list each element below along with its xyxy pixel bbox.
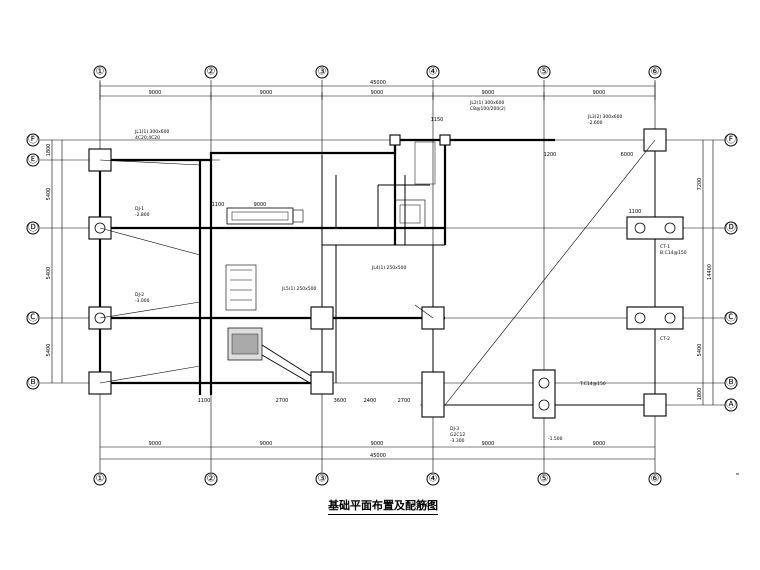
top-bay-dim-5: 9000 [593,90,606,96]
top-bay-dim-1: 9000 [149,90,162,96]
foundation-beams [98,138,656,406]
left-row-axis-labels: Ⓕ Ⓔ Ⓓ Ⓒ Ⓑ [26,133,40,390]
inner-dim-7: 2400 [364,398,377,404]
axis-label-1-top: ① [96,67,105,78]
axis-label-D-left: Ⓓ [28,222,38,234]
inner-dim-8: 2700 [398,398,411,404]
left-dimension-chain: 1800 5400 5400 5400 [46,140,63,383]
bottom-column-axis-labels: ① ② ③ ④ ⑤ ⑥ [93,472,662,486]
bottom-overall-dimension: 45000 [370,453,386,459]
top-dimension-chain: 45000 9000 9000 9000 9000 9000 [99,80,656,100]
axis-label-1-bottom: ① [96,474,105,485]
inner-dim-6: 3600 [334,398,347,404]
axis-label-3-top: ③ [318,67,327,78]
top-overall-dimension: 45000 [370,80,386,86]
axis-label-C-left: Ⓒ [28,312,38,324]
drawing-title: 基础平面布置及配筋图 [328,497,438,515]
right-row-axis-labels: Ⓕ Ⓓ Ⓒ Ⓑ Ⓐ [724,133,738,412]
vertical-grid-lines [99,80,656,472]
note-rebar-2: C8@100/200(2) [470,106,506,112]
inner-dim-3: 1150 [431,117,444,123]
axis-label-6-bottom: ⑥ [651,474,660,485]
axis-label-4-bottom: ④ [429,474,438,485]
bottom-bay-dim-1: 9000 [149,441,162,447]
axis-label-C-right: Ⓒ [726,312,736,324]
axis-label-A-right: Ⓐ [726,399,736,411]
note-elevation-2: -2.800 [135,212,150,218]
axis-label-6-top: ⑥ [651,67,660,78]
axis-label-5-top: ⑤ [540,67,549,78]
left-dim-2: 5400 [46,188,52,201]
horizontal-grid-lines [40,139,725,406]
axis-label-B-right: Ⓑ [726,377,736,389]
annotation-notes: JL1(1) 300x600 4C20;4C20 JL2(1) 300x600 … [134,100,687,444]
axis-label-F-right: Ⓕ [726,134,736,146]
axis-label-3-bottom: ③ [318,474,327,485]
note-footing-5: CT-2 [660,336,670,342]
note-beam-1: JL1(1) 300x600 [134,129,169,135]
axis-label-B-left: Ⓑ [28,377,38,389]
bottom-bay-dim-3: 9000 [371,441,384,447]
note-elevation-5: -1.500 [548,436,563,442]
inner-dim-9: 1200 [544,152,557,158]
axis-label-2-bottom: ② [207,474,216,485]
axis-label-2-top: ② [207,67,216,78]
note-beam-3: JL3(2) 300x600 [587,114,622,120]
left-dim-3: 5400 [46,267,52,280]
bottom-bay-dim-5: 9000 [593,441,606,447]
axis-label-5-bottom: ⑤ [540,474,549,485]
inner-dim-2: 9000 [254,202,267,208]
bottom-dimension-chain: 9000 9000 9000 9000 9000 45000 [100,441,655,460]
axis-label-E-left: Ⓔ [28,154,38,166]
note-rebar-1: 4C20;4C20 [135,135,160,141]
note-elevation-1: -2.600 [588,120,603,126]
left-dim-4: 5400 [46,344,52,357]
note-rebar-3: G2C12 [450,432,465,438]
top-bay-dim-4: 9000 [482,90,495,96]
right-dim-4: 1800 [697,388,703,401]
right-dim-3: 5400 [697,344,703,357]
right-dimension-chain: 7200 14400 5400 1800 [697,140,714,405]
note-elevation-3: -3.000 [135,298,150,304]
note-elevation-4: -3.300 [450,438,465,444]
right-dim-1: 7200 [697,178,703,191]
note-footing-2: DJ-2 [135,292,144,298]
footings [88,128,684,419]
left-dim-1: 1800 [46,144,52,157]
note-rebar-4: B:C14@150 [660,250,687,256]
note-footing-3: DJ-3 [450,426,459,432]
annotation-leaders [99,139,656,406]
inner-dim-11: 1100 [629,209,642,215]
inner-dimensions: 1100 9000 1150 1100 2700 3600 2400 2700 … [198,117,642,404]
note-rebar-5: T:C14@150 [579,381,606,387]
bottom-bay-dim-2: 9000 [260,441,273,447]
note-footing-4: CT-1 [660,244,670,250]
bottom-bay-dim-4: 9000 [482,441,495,447]
note-beam-4: JL4(1) 250x500 [371,265,406,271]
inner-dim-5: 2700 [276,398,289,404]
inner-dim-4: 1100 [198,398,211,404]
drawing-scale: 1:100 [411,501,430,509]
top-column-axis-labels: ① ② ③ ④ ⑤ ⑥ [93,65,662,79]
axis-label-4-top: ④ [429,67,438,78]
top-bay-dim-2: 9000 [260,90,273,96]
note-footing-1: DJ-1 [135,206,144,212]
note-beam-5: JL5(1) 250x500 [281,286,316,292]
axis-label-F-left: Ⓕ [28,134,38,146]
inner-dim-1: 1100 [212,202,225,208]
top-bay-dim-3: 9000 [371,90,384,96]
right-dim-2: 14400 [707,264,713,280]
note-beam-2: JL2(1) 300x600 [469,100,504,106]
axis-label-D-right: Ⓓ [726,222,736,234]
inner-dim-10: 6000 [621,152,634,158]
